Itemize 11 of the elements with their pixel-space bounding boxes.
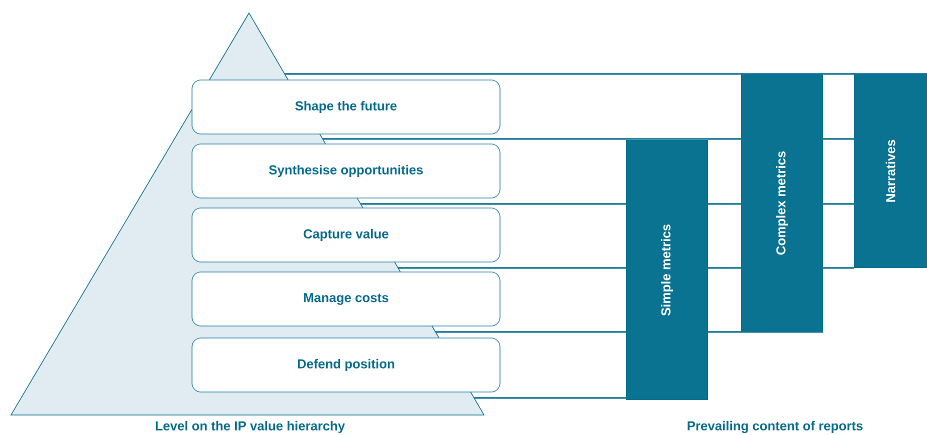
axis-caption: Prevailing content of reports: [688, 420, 863, 434]
node-label: Simple metrics: [660, 224, 674, 316]
axis-caption: Level on the IP value hierarchy: [156, 420, 345, 434]
content-bar: Complex metrics: [741, 74, 823, 332]
level-box: Shape the future: [192, 80, 500, 134]
level-box: Capture value: [192, 208, 500, 262]
level-box: Synthesise opportunities: [192, 144, 500, 198]
level-box: Manage costs: [192, 272, 500, 326]
content-bar: Narratives: [854, 74, 927, 268]
level-box: Defend position: [192, 338, 500, 392]
content-bar: Simple metrics: [626, 140, 708, 400]
